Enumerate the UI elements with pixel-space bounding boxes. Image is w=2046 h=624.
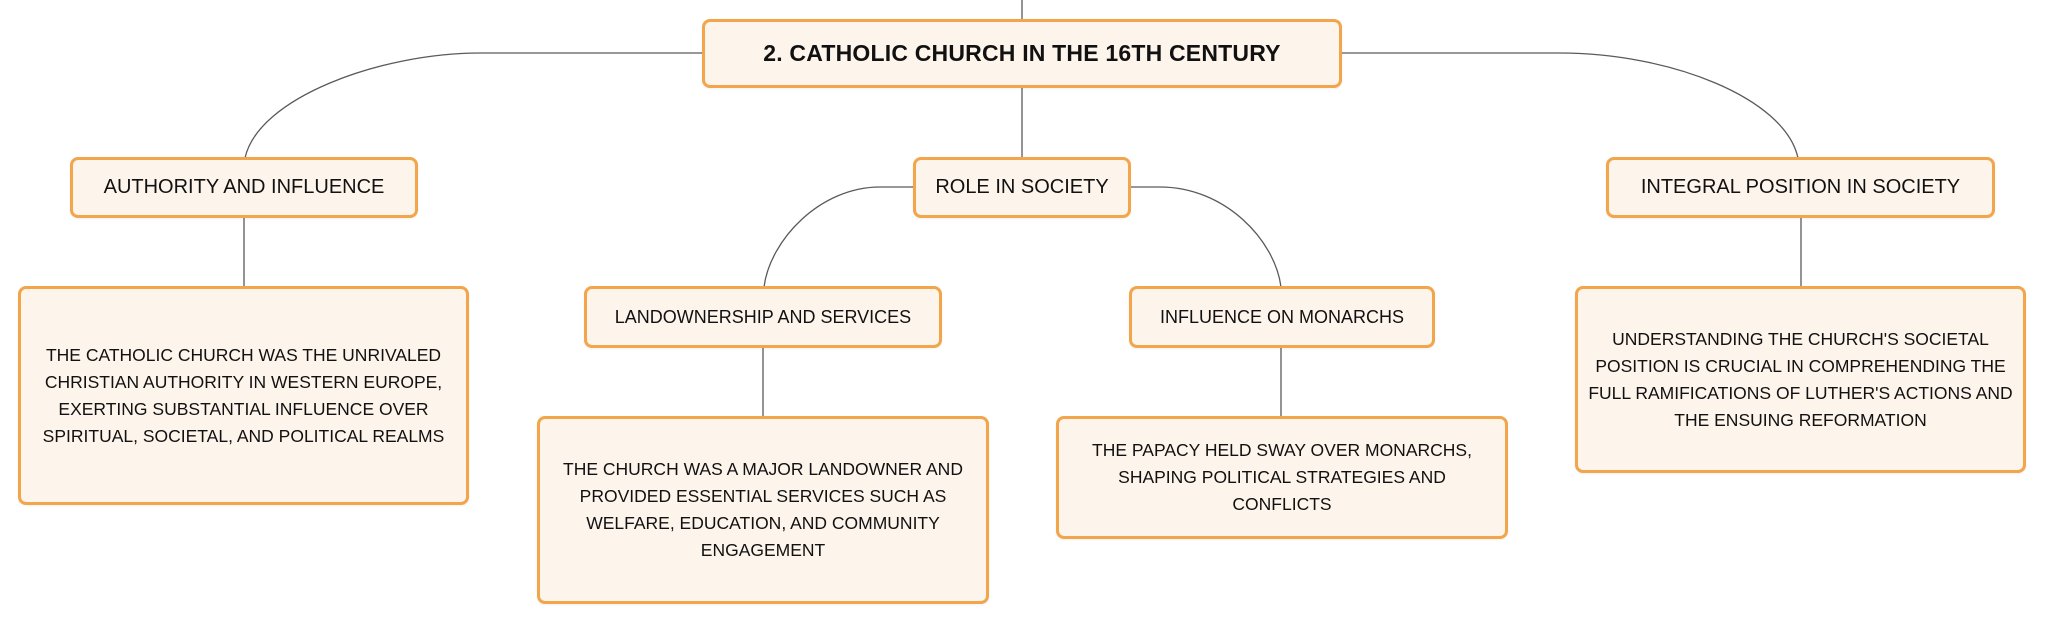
node-authority-label: AUTHORITY AND INFLUENCE — [103, 176, 385, 198]
connector-root-to-integral — [1342, 52, 1799, 159]
detail-authority[interactable]: THE CATHOLIC CHURCH WAS THE UNRIVALED CH… — [18, 286, 469, 505]
detail-landownership[interactable]: THE CHURCH WAS A MAJOR LANDOWNER AND PRO… — [537, 416, 989, 604]
detail-integral[interactable]: UNDERSTANDING THE CHURCH'S SOCIETAL POSI… — [1575, 286, 2026, 473]
connector-role-to-monarchs — [1131, 186, 1282, 288]
node-integral-label: INTEGRAL POSITION IN SOCIETY — [1640, 176, 1961, 198]
node-monarchs-label: INFLUENCE ON MONARCHS — [1159, 306, 1405, 327]
detail-integral-text: UNDERSTANDING THE CHURCH'S SOCIETAL POSI… — [1588, 328, 2013, 430]
node-influence-on-monarchs[interactable]: INFLUENCE ON MONARCHS — [1129, 286, 1435, 348]
node-authority-and-influence[interactable]: AUTHORITY AND INFLUENCE — [70, 157, 418, 218]
detail-authority-text: THE CATHOLIC CHURCH WAS THE UNRIVALED CH… — [42, 344, 445, 446]
node-role-label: ROLE IN SOCIETY — [935, 176, 1109, 198]
root-node-label: 2. CATHOLIC CHURCH IN THE 16TH CENTURY — [763, 40, 1281, 66]
root-node[interactable]: 2. CATHOLIC CHURCH IN THE 16TH CENTURY — [702, 19, 1342, 88]
connector-role-to-landownership — [763, 186, 913, 288]
node-landownership-label: LANDOWNERSHIP AND SERVICES — [614, 306, 912, 327]
node-landownership-and-services[interactable]: LANDOWNERSHIP AND SERVICES — [584, 286, 942, 348]
connector-root-to-authority — [244, 52, 702, 159]
node-role-in-society[interactable]: ROLE IN SOCIETY — [913, 157, 1131, 218]
detail-monarchs-text: THE PAPACY HELD SWAY OVER MONARCHS, SHAP… — [1092, 440, 1472, 514]
detail-landownership-text: THE CHURCH WAS A MAJOR LANDOWNER AND PRO… — [563, 459, 963, 560]
detail-monarchs[interactable]: THE PAPACY HELD SWAY OVER MONARCHS, SHAP… — [1056, 416, 1508, 539]
node-integral-position[interactable]: INTEGRAL POSITION IN SOCIETY — [1606, 157, 1995, 218]
